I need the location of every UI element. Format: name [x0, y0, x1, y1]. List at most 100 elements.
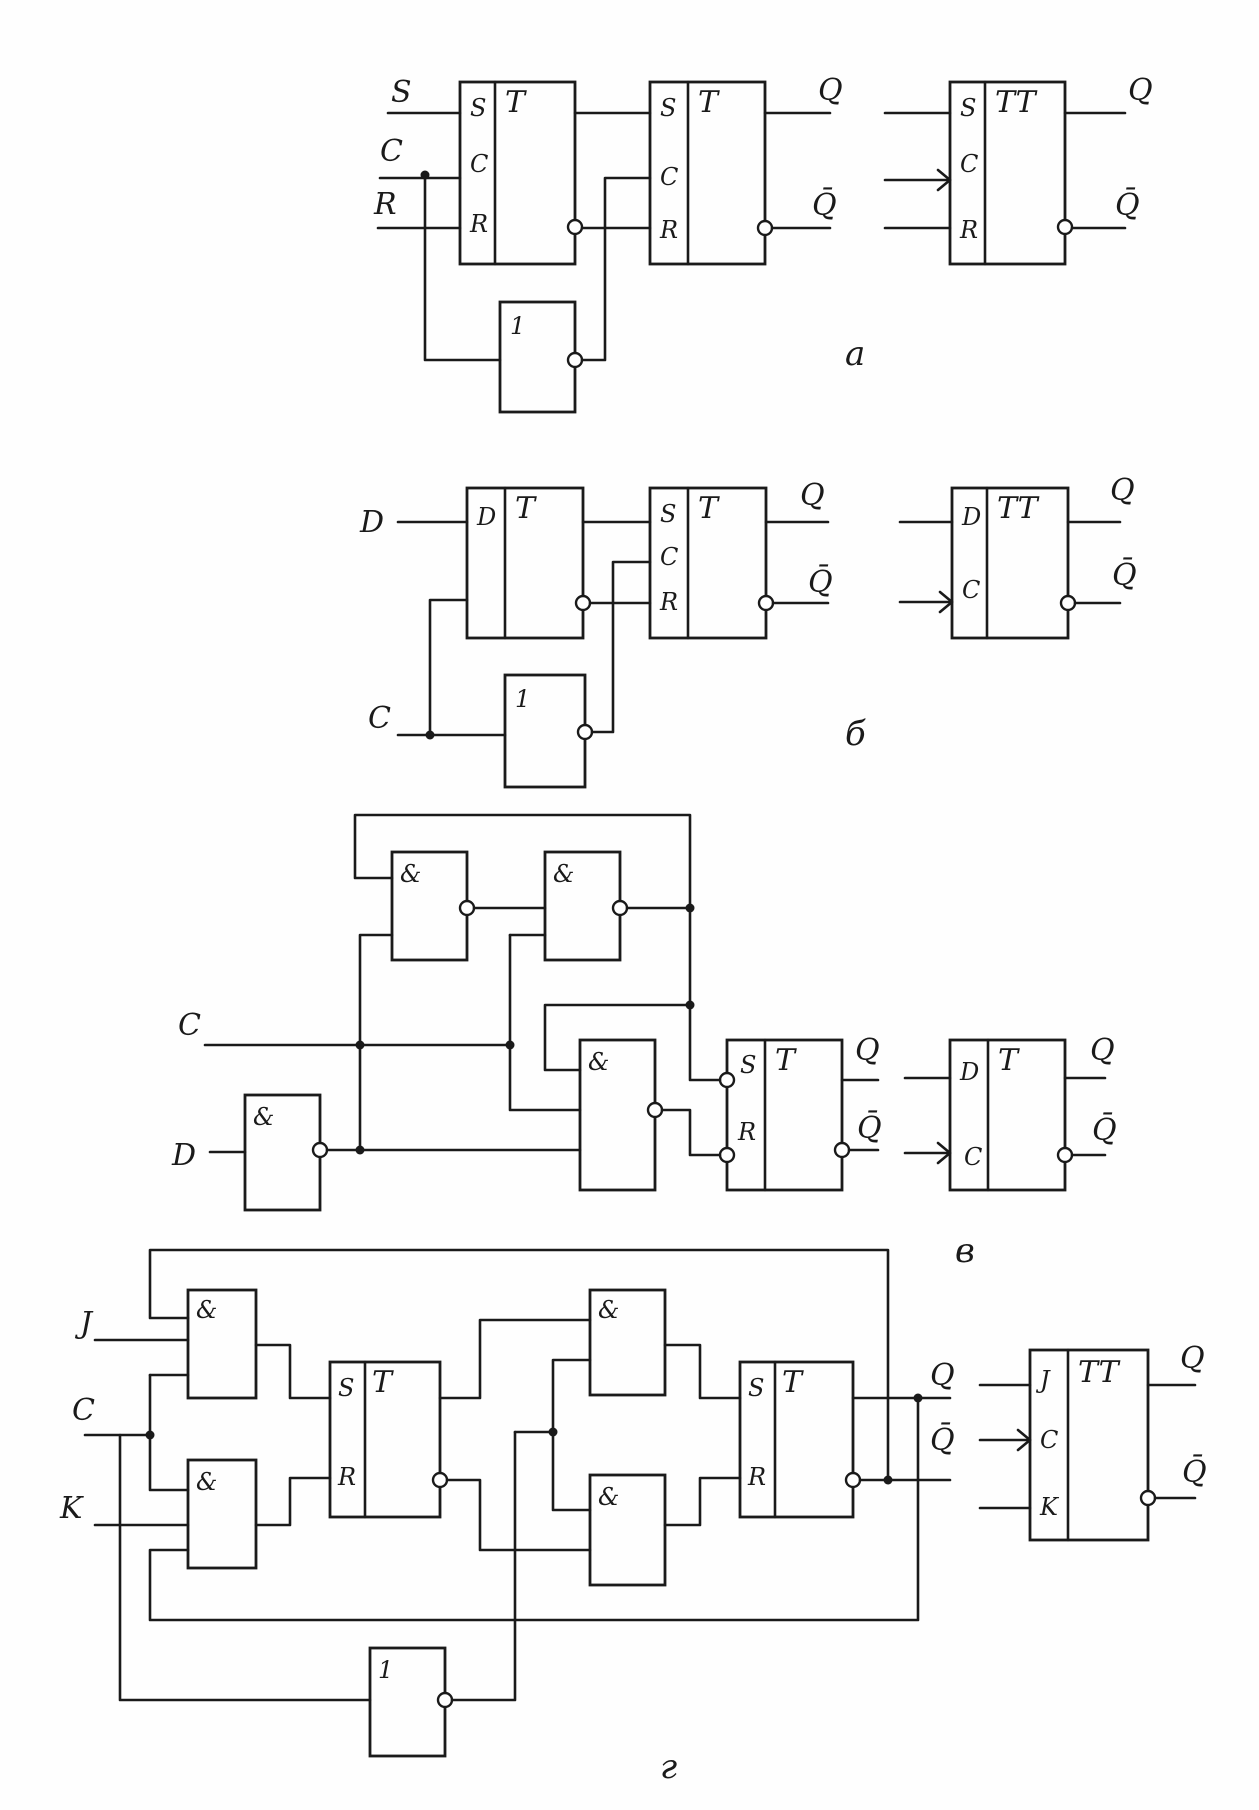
a-in-s: S	[391, 75, 412, 110]
g-ff1-r: R	[337, 1463, 356, 1491]
b-out-nq: Q̄	[808, 564, 833, 600]
a-inv-bubble	[566, 351, 584, 369]
b-ff2-t: T	[698, 491, 720, 526]
v-ff-t: T	[775, 1043, 797, 1078]
a-ff1-box	[458, 80, 577, 266]
g-ff2-s: S	[748, 1374, 764, 1402]
a-sym-box	[948, 80, 1067, 266]
v-sym-c: C	[964, 1143, 982, 1171]
g-and2-box	[186, 1458, 258, 1570]
v-sym-t: T	[998, 1043, 1020, 1078]
b-sym-q: Q	[1110, 473, 1135, 508]
a-ff2-s: S	[660, 94, 676, 122]
g-inv-1: 1	[378, 1656, 393, 1684]
b-ff2-s: S	[660, 500, 676, 528]
a-ff1-s: S	[470, 94, 486, 122]
a-sym-inv	[1056, 218, 1074, 236]
g-and1-amp: &	[196, 1296, 217, 1324]
a-ff2-c: C	[660, 163, 678, 191]
a-sym-c: C	[960, 150, 978, 178]
a-sym-q: Q	[1128, 73, 1153, 108]
a-sym-tt: TT	[995, 85, 1038, 120]
g-ff1-s: S	[338, 1374, 354, 1402]
v-nand4-amp: &	[253, 1103, 274, 1131]
a-out-nq: Q̄	[812, 187, 837, 223]
g-out-nq: Q̄	[930, 1422, 955, 1458]
caption-b: б	[845, 714, 866, 754]
g-in-c: C	[72, 1393, 95, 1428]
a-out-q: Q	[818, 73, 843, 108]
g-ff2-t: T	[782, 1365, 804, 1400]
a-ff2-inv	[756, 219, 774, 237]
v-out-q: Q	[855, 1033, 880, 1068]
a-ff2-r: R	[659, 216, 678, 244]
g-and4-box	[588, 1473, 667, 1587]
g-ff2-box	[738, 1360, 855, 1519]
b-ff1-t: T	[515, 491, 537, 526]
g-sym-j: J	[1035, 1366, 1051, 1394]
v-nand1-amp: &	[400, 860, 421, 888]
g-ff2-r: R	[747, 1463, 766, 1491]
b-sym-c: C	[962, 576, 980, 604]
g-in-j: J	[74, 1306, 94, 1341]
v-out-nq: Q̄	[857, 1110, 882, 1146]
b-in-d: D	[359, 505, 384, 540]
b-out-q: Q	[800, 478, 825, 513]
v-ff-box	[725, 1038, 844, 1192]
v-in-d: D	[171, 1138, 196, 1173]
g-sym-nq: Q̄	[1182, 1454, 1207, 1490]
a-ff1-inv	[566, 218, 584, 236]
v-sym-box	[948, 1038, 1067, 1192]
v-sym-d: D	[959, 1058, 979, 1086]
g-sym-box	[1028, 1348, 1150, 1542]
diagram-b: D T S C R T 1 D C Q Q̄ D C TT	[359, 473, 1137, 789]
v-in-c: C	[178, 1008, 201, 1043]
caption-g: г	[660, 1747, 677, 1787]
b-ff2-inv	[757, 594, 775, 612]
b-sym-d: D	[961, 503, 981, 531]
v-ff-s: S	[740, 1051, 756, 1079]
g-and4-amp: &	[598, 1483, 619, 1511]
a-sym-r: R	[959, 216, 978, 244]
b-inv-bubble	[576, 723, 594, 741]
v-sym-q: Q	[1090, 1033, 1115, 1068]
a-ff2-box	[648, 80, 767, 266]
v-nand3-amp: &	[588, 1048, 609, 1076]
g-sym-q: Q	[1180, 1341, 1205, 1376]
diagram-a: S C R T S C R T 1 S C R Q Q̄ S	[373, 73, 1153, 414]
b-sym-nq: Q̄	[1112, 557, 1137, 593]
b-in-c: C	[368, 701, 391, 736]
b-sym-box	[950, 486, 1070, 640]
g-ff1-box	[328, 1360, 442, 1519]
v-nand2-amp: &	[553, 860, 574, 888]
a-ff1-c: C	[470, 150, 488, 178]
a-ff2-t: T	[698, 85, 720, 120]
caption-a: а	[845, 334, 865, 374]
b-sym-inv	[1059, 594, 1077, 612]
b-ff1-box	[465, 486, 585, 640]
g-ff1-t: T	[372, 1365, 394, 1400]
b-ff2-c: C	[660, 543, 678, 571]
b-sym-tt: TT	[997, 491, 1040, 526]
a-sym-s: S	[960, 94, 976, 122]
a-inv-1: 1	[510, 312, 525, 340]
v-sym-nq: Q̄	[1092, 1112, 1117, 1148]
b-ff1-inv	[574, 594, 592, 612]
g-out-q: Q	[930, 1358, 955, 1393]
g-in-k: K	[59, 1491, 84, 1526]
g-sym-tt: TT	[1078, 1355, 1121, 1390]
a-sym-nq: Q̄	[1115, 187, 1140, 223]
diagram-v: & & & & S R T	[171, 813, 1117, 1271]
a-in-r: R	[373, 187, 397, 222]
g-sym-k: K	[1039, 1493, 1060, 1521]
a-in-c: C	[380, 134, 403, 169]
a-ff1-t: T	[505, 85, 527, 120]
v-ff-r: R	[737, 1118, 756, 1146]
g-and3-box	[588, 1288, 667, 1397]
a-ff1-r: R	[469, 210, 488, 238]
b-ff2-r: R	[659, 588, 678, 616]
b-inv-1: 1	[515, 685, 530, 713]
b-ff1-d: D	[476, 503, 496, 531]
